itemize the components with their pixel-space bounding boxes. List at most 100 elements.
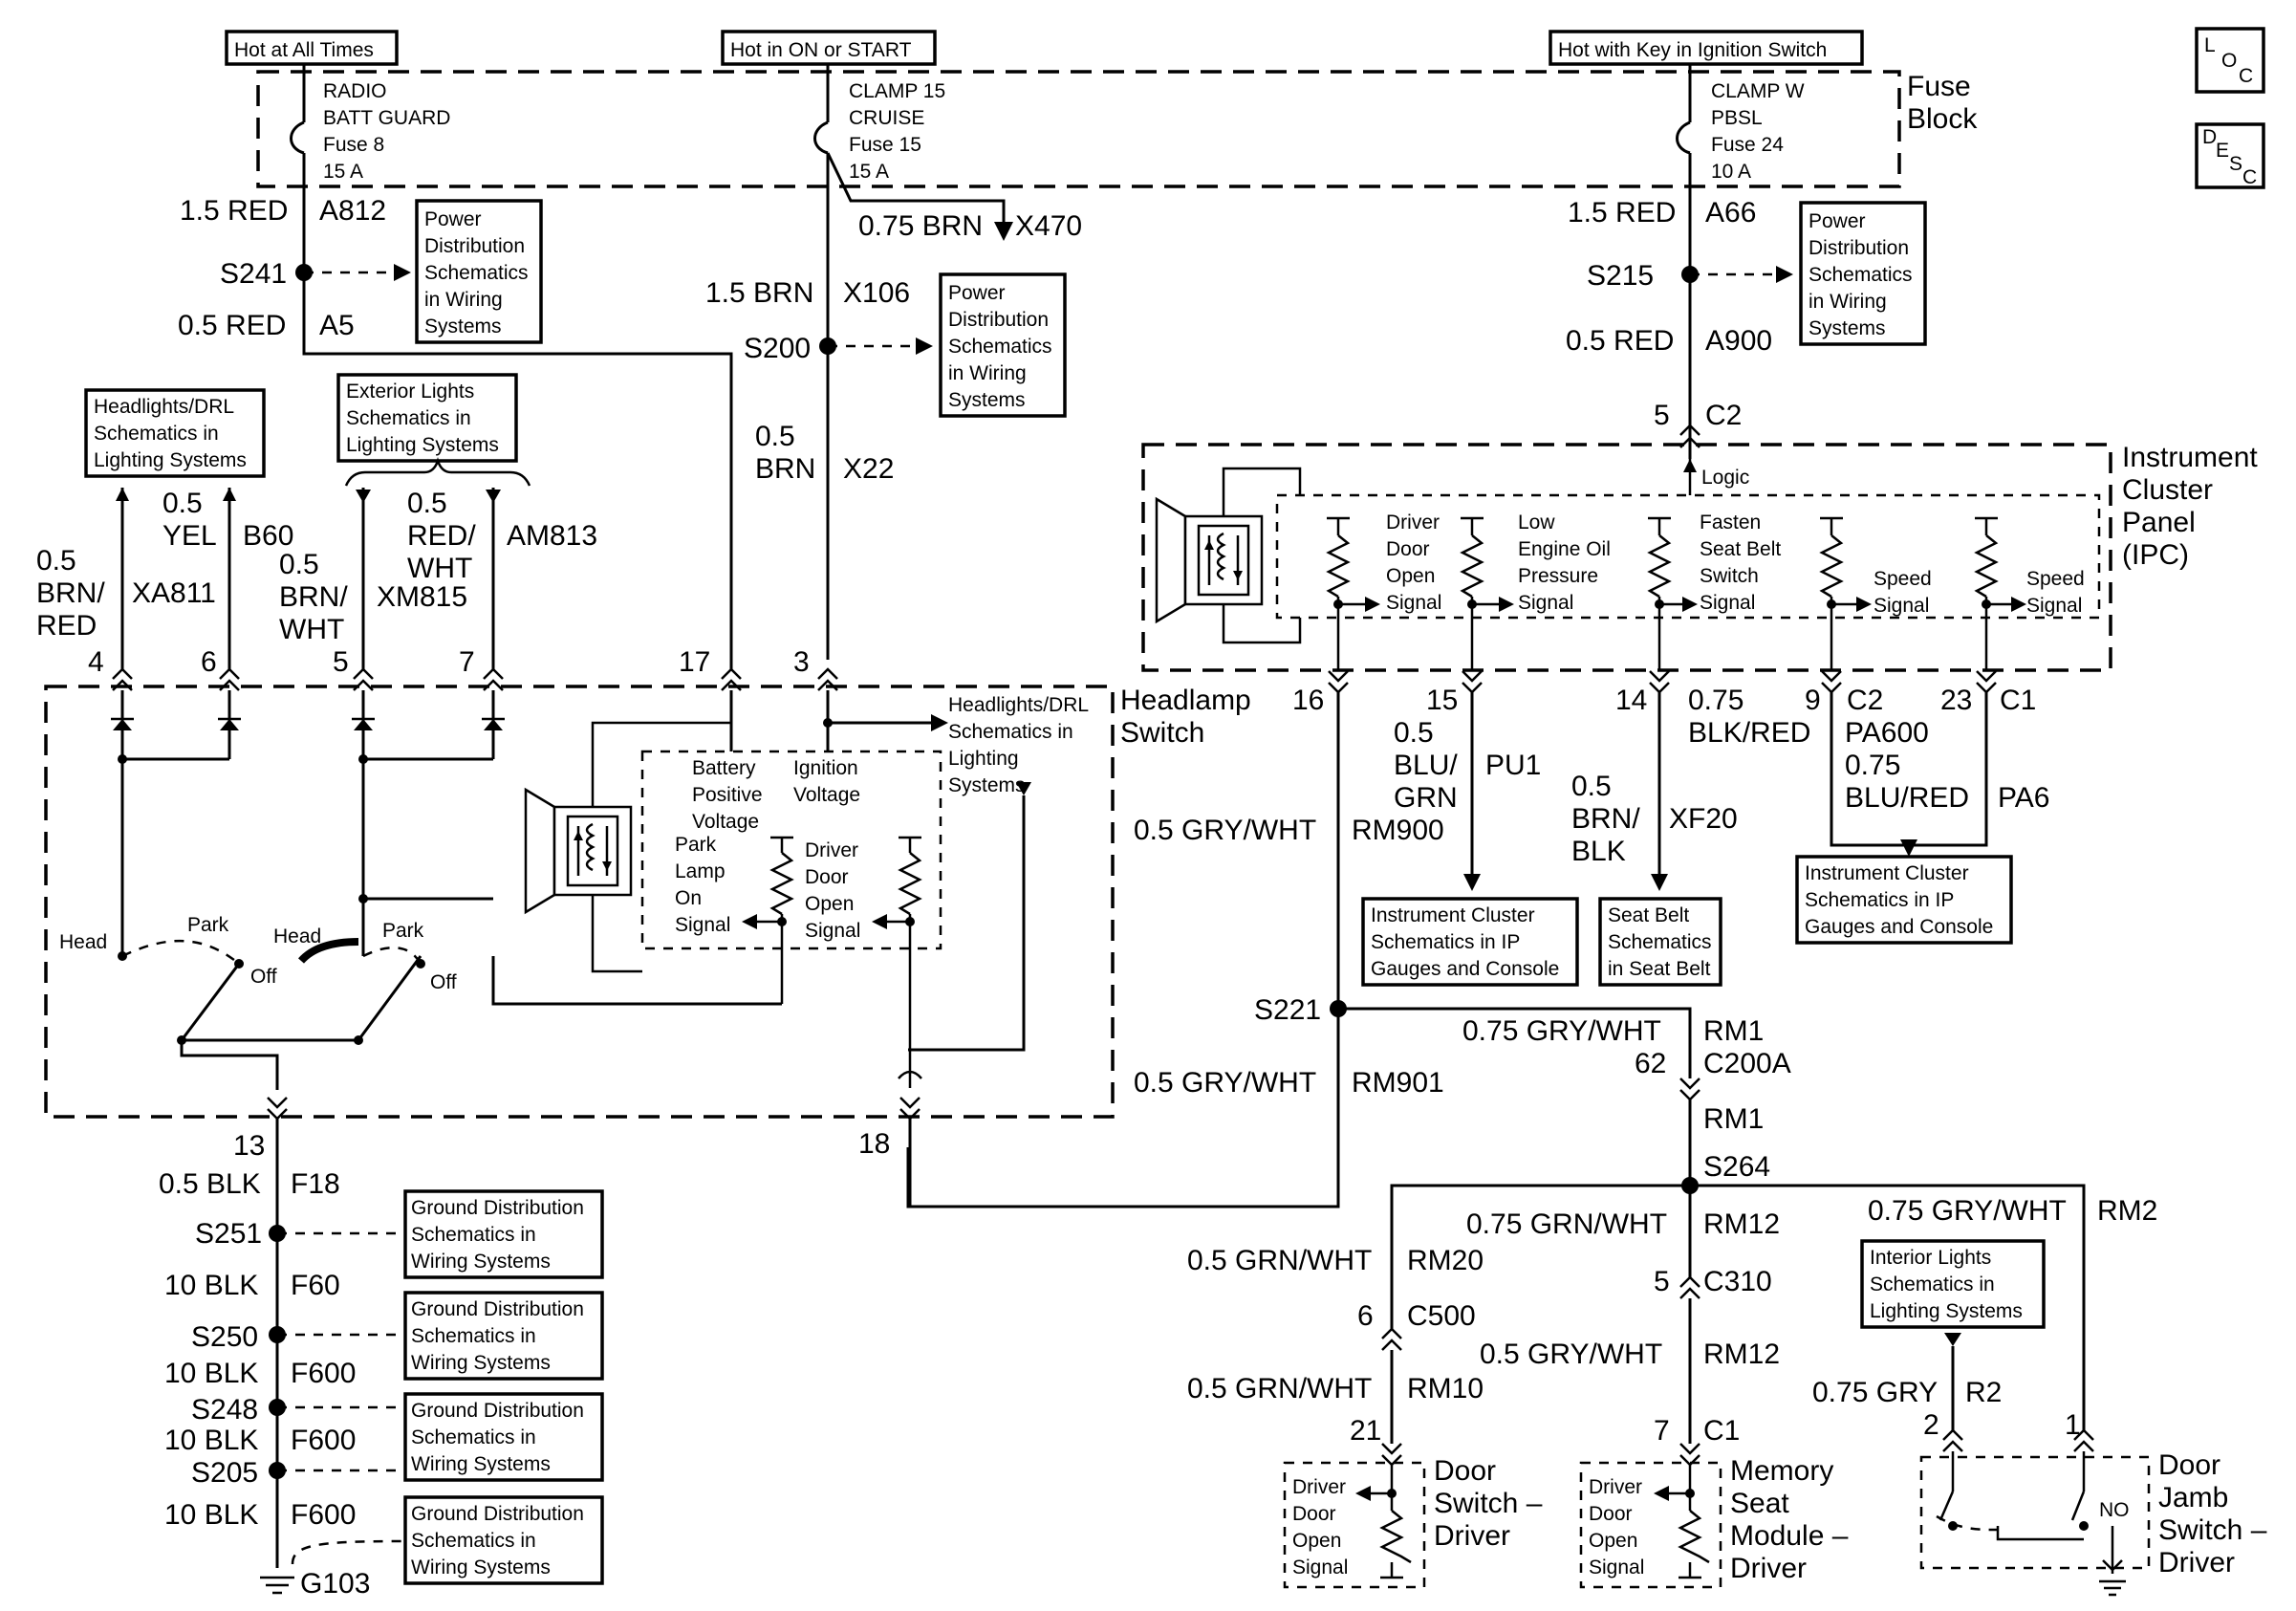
svg-text:Speed: Speed bbox=[1874, 568, 1932, 590]
svg-text:1.5 BRN: 1.5 BRN bbox=[705, 277, 813, 309]
svg-text:Module –: Module – bbox=[1730, 1520, 1849, 1552]
ipc-signal-seat-belt: Fasten Seat Belt Switch Signal bbox=[1647, 512, 1781, 669]
svg-text:2: 2 bbox=[1923, 1409, 1939, 1441]
svg-text:Lighting Systems: Lighting Systems bbox=[1870, 1300, 2023, 1322]
svg-text:Schematics in: Schematics in bbox=[411, 1224, 536, 1246]
svg-text:Systems: Systems bbox=[1809, 317, 1886, 339]
svg-text:S205: S205 bbox=[191, 1457, 258, 1489]
svg-text:Lamp: Lamp bbox=[675, 860, 726, 882]
svg-text:Driver: Driver bbox=[1589, 1476, 1642, 1498]
svg-text:NO: NO bbox=[2099, 1499, 2130, 1521]
svg-text:Pressure: Pressure bbox=[1518, 565, 1598, 587]
svg-text:Driver: Driver bbox=[1386, 512, 1440, 533]
svg-text:Driver: Driver bbox=[1434, 1520, 1510, 1552]
svg-text:0.75 GRY/WHT: 0.75 GRY/WHT bbox=[1868, 1195, 2067, 1227]
ref-exterior-lights: Exterior Lights Schematics in Lighting S… bbox=[336, 373, 518, 463]
svg-text:F600: F600 bbox=[291, 1425, 356, 1456]
svg-text:15: 15 bbox=[1426, 685, 1458, 716]
svg-text:S221: S221 bbox=[1254, 994, 1321, 1026]
svg-text:Driver: Driver bbox=[2158, 1547, 2235, 1578]
svg-text:0.75: 0.75 bbox=[1845, 750, 1900, 781]
svg-text:1: 1 bbox=[2065, 1409, 2081, 1441]
svg-text:PA6: PA6 bbox=[1998, 782, 2049, 814]
svg-text:F18: F18 bbox=[291, 1168, 340, 1200]
svg-text:Schematics: Schematics bbox=[1608, 931, 1712, 953]
svg-text:Door: Door bbox=[1589, 1503, 1633, 1525]
svg-text:in Wiring: in Wiring bbox=[1809, 291, 1887, 313]
svg-text:Wiring Systems: Wiring Systems bbox=[411, 1453, 551, 1475]
svg-text:B60: B60 bbox=[243, 520, 293, 552]
svg-text:Schematics in: Schematics in bbox=[411, 1325, 536, 1347]
svg-text:S248: S248 bbox=[191, 1394, 258, 1426]
svg-text:Low: Low bbox=[1518, 512, 1555, 533]
svg-text:15 A: 15 A bbox=[849, 161, 889, 183]
svg-text:Off: Off bbox=[430, 971, 457, 993]
svg-text:RM12: RM12 bbox=[1703, 1339, 1780, 1370]
door-switch-driver-outline bbox=[1283, 1461, 1426, 1589]
svg-text:BRN/: BRN/ bbox=[36, 577, 105, 609]
door-switch-signal: Driver Door Open Signal bbox=[1292, 1465, 1412, 1579]
ipc-signal-speed-1: Speed Signal bbox=[1819, 516, 1932, 669]
svg-text:Voltage: Voltage bbox=[692, 811, 759, 833]
svg-text:Headlights/DRL: Headlights/DRL bbox=[948, 694, 1089, 716]
svg-text:CLAMP 15: CLAMP 15 bbox=[849, 80, 945, 102]
headlamp-driver-door-signal: Driver Door Open Signal bbox=[805, 836, 922, 1088]
svg-text:RED: RED bbox=[36, 610, 97, 642]
svg-text:16: 16 bbox=[1292, 685, 1324, 716]
svg-text:Park: Park bbox=[382, 920, 424, 942]
svg-text:10 BLK: 10 BLK bbox=[164, 1270, 258, 1301]
svg-text:Signal: Signal bbox=[1292, 1557, 1348, 1578]
desc-icon[interactable]: D E S C bbox=[2195, 122, 2265, 189]
hot-with-key-label: Hot with Key in Ignition Switch bbox=[1549, 30, 1864, 66]
svg-text:C2: C2 bbox=[1847, 685, 1883, 716]
svg-text:C310: C310 bbox=[1703, 1266, 1772, 1297]
ground-g103: G103 bbox=[260, 1568, 370, 1600]
svg-text:0.5 RED: 0.5 RED bbox=[1566, 325, 1674, 357]
svg-text:0.5: 0.5 bbox=[1394, 717, 1434, 749]
svg-text:in Wiring: in Wiring bbox=[424, 289, 503, 311]
svg-text:S215: S215 bbox=[1587, 260, 1654, 292]
svg-text:F600: F600 bbox=[291, 1499, 356, 1531]
svg-text:0.5 GRY/WHT: 0.5 GRY/WHT bbox=[1134, 1067, 1316, 1099]
svg-text:6: 6 bbox=[201, 646, 217, 678]
svg-text:PU1: PU1 bbox=[1485, 750, 1541, 781]
svg-text:Positive: Positive bbox=[692, 784, 763, 806]
svg-text:Ground Distribution: Ground Distribution bbox=[411, 1503, 584, 1525]
svg-text:BLU/RED: BLU/RED bbox=[1845, 782, 1969, 814]
svg-text:Schematics: Schematics bbox=[1809, 264, 1913, 286]
svg-text:Power: Power bbox=[948, 282, 1006, 304]
svg-text:BLK/RED: BLK/RED bbox=[1688, 717, 1810, 749]
svg-text:Engine Oil: Engine Oil bbox=[1518, 538, 1611, 560]
svg-text:Schematics in IP: Schematics in IP bbox=[1371, 931, 1520, 953]
svg-text:Driver: Driver bbox=[1730, 1553, 1807, 1584]
svg-text:PBSL: PBSL bbox=[1711, 107, 1763, 129]
svg-text:A5: A5 bbox=[319, 310, 355, 341]
svg-text:0.5: 0.5 bbox=[407, 488, 447, 519]
park-lamp-on-signal: Park Lamp On Signal bbox=[675, 834, 794, 1004]
svg-text:BRN/: BRN/ bbox=[279, 581, 348, 613]
ipc-signal-driver-door: Driver Door Open Signal bbox=[1326, 512, 1441, 669]
svg-text:Signal: Signal bbox=[1589, 1557, 1644, 1578]
svg-text:6: 6 bbox=[1357, 1300, 1374, 1332]
svg-text:Systems: Systems bbox=[424, 316, 502, 337]
svg-text:Instrument Cluster: Instrument Cluster bbox=[1371, 904, 1535, 926]
svg-text:A66: A66 bbox=[1705, 197, 1756, 229]
svg-text:1.5 RED: 1.5 RED bbox=[180, 195, 288, 227]
svg-text:X106: X106 bbox=[843, 277, 910, 309]
svg-text:18: 18 bbox=[858, 1128, 890, 1160]
svg-text:Lighting: Lighting bbox=[948, 748, 1019, 770]
svg-text:Wiring Systems: Wiring Systems bbox=[411, 1251, 551, 1273]
svg-text:Door: Door bbox=[805, 866, 849, 888]
svg-text:5: 5 bbox=[333, 646, 349, 678]
loc-icon[interactable]: L O C bbox=[2195, 27, 2265, 94]
svg-text:Schematics in: Schematics in bbox=[94, 423, 219, 445]
svg-text:9: 9 bbox=[1805, 685, 1821, 716]
svg-text:PA600: PA600 bbox=[1845, 717, 1929, 749]
ipc-outline bbox=[1141, 443, 2112, 672]
svg-text:Schematics in: Schematics in bbox=[411, 1426, 536, 1448]
ref-power-distribution-2: Power Distribution Schematics in Wiring … bbox=[939, 272, 1067, 418]
svg-text:0.5: 0.5 bbox=[755, 421, 795, 452]
svg-text:Seat Belt: Seat Belt bbox=[1608, 904, 1689, 926]
svg-text:Gauges and Console: Gauges and Console bbox=[1371, 958, 1559, 980]
svg-text:BATT GUARD: BATT GUARD bbox=[323, 107, 450, 129]
